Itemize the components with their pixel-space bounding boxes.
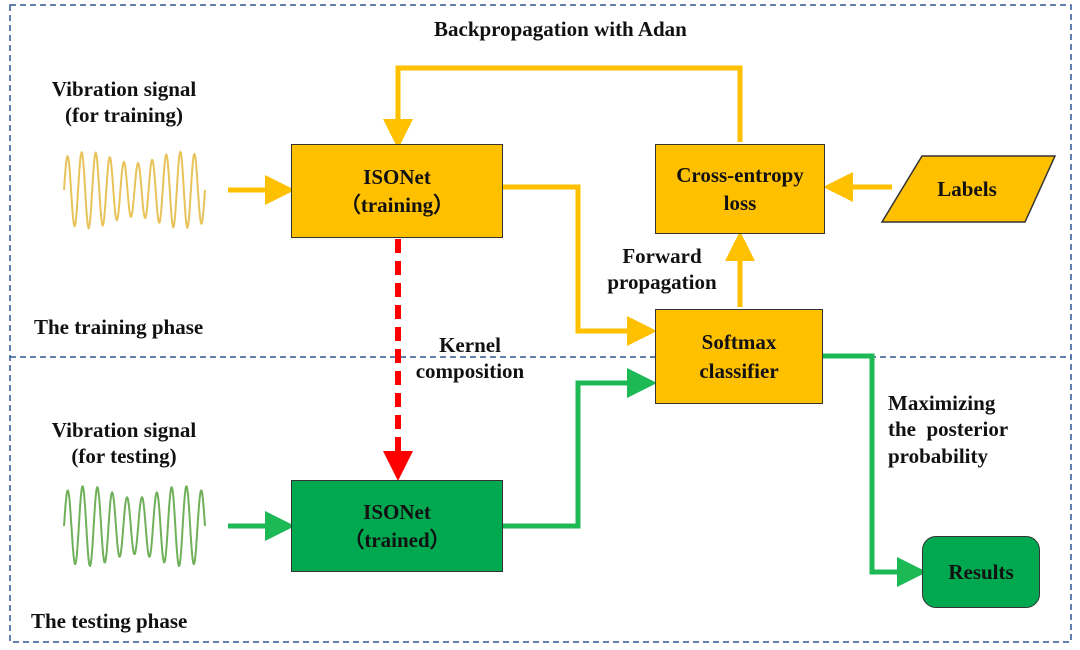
testing-signal-line2: (for testing): [71, 444, 177, 469]
training-waveform: [63, 150, 206, 230]
isonet-trained-title: ISONet: [363, 499, 431, 524]
softmax-line2: classifier: [699, 358, 779, 383]
arrow-backpropagation: [383, 65, 743, 149]
maximize-line1: Maximizing: [888, 391, 996, 415]
maximize-line2: the posterior: [888, 417, 1009, 442]
results-node: Results: [922, 536, 1040, 608]
arrow-softmax-to-results: [823, 353, 927, 587]
kernel-composition-label: Kernel composition: [408, 332, 532, 385]
labels-node-text: Labels: [937, 177, 997, 201]
arrow-isonet-to-softmax: [503, 184, 657, 346]
training-phase-label: The training phase: [34, 315, 204, 339]
kernel-line2: composition: [415, 359, 525, 384]
loss-line2: loss: [723, 191, 757, 215]
kernel-line1: Kernel: [439, 333, 501, 357]
softmax-line1: Softmax: [701, 330, 777, 355]
maximize-line3: probability: [888, 443, 988, 468]
training-signal-line1: Vibration signal: [51, 77, 197, 101]
isonet-training-title: ISONet: [363, 164, 431, 189]
results-text: Results: [948, 559, 1014, 584]
testing-signal-line1: Vibration signal: [51, 418, 197, 442]
testing-waveform: [63, 485, 206, 568]
loss-line1: Cross-entropy: [676, 162, 804, 187]
isonet-trained-sub: （trained）: [343, 528, 451, 552]
labels-parallelogram: [880, 155, 1057, 223]
testing-phase-label: The testing phase: [31, 609, 188, 633]
testing-signal-label: Vibration signal (for testing): [30, 417, 218, 470]
training-signal-label: Vibration signal (for training): [30, 76, 218, 129]
isonet-training-sub: （training）: [339, 193, 455, 217]
forward-line2: propagation: [607, 270, 717, 295]
isonet-training-node: ISONet （training）: [291, 144, 503, 238]
backprop-label: Backpropagation with Adan: [434, 17, 687, 41]
forward-propagation-label: Forward propagation: [592, 243, 732, 296]
softmax-classifier-node: Softmax classifier: [655, 309, 823, 404]
outer-frame: [9, 4, 1072, 643]
training-signal-line2: (for training): [64, 103, 183, 128]
arrow-isonet-trained-to-softmax: [503, 368, 657, 529]
isonet-trained-node: ISONet （trained）: [291, 480, 503, 572]
maximize-posterior-label: Maximizing the posterior probability: [888, 390, 1008, 469]
forward-line1: Forward: [622, 244, 702, 268]
cross-entropy-loss-node: Cross-entropy loss: [655, 144, 825, 234]
